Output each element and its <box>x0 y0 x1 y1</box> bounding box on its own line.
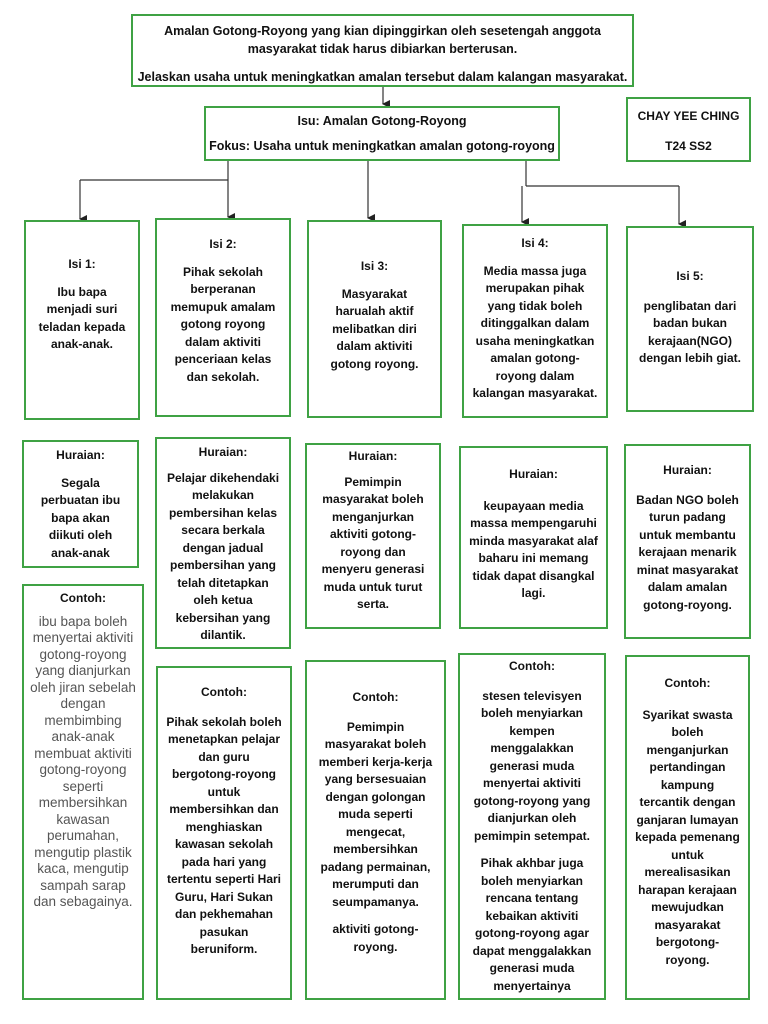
isi-5-text: penglibatan dari badan bukan kerajaan(NG… <box>638 298 741 366</box>
huraian-2-title: Huraian: <box>198 445 248 459</box>
isi-1-box: Isi 1: Ibu bapa menjadi suri teladan kep… <box>24 220 140 420</box>
contoh-1-title: Contoh: <box>60 591 106 605</box>
isi-3-box: Isi 3: Masyarakat harualah aktif melibat… <box>307 220 442 418</box>
question-line-1: Amalan Gotong-Royong yang kian dipinggir… <box>164 24 601 38</box>
isi-2-title: Isi 2: <box>209 237 237 251</box>
huraian-5-title: Huraian: <box>663 463 712 477</box>
contoh-2-text: Pihak sekolah boleh menetapkan pelajar d… <box>166 714 282 957</box>
huraian-5-text: Badan NGO boleh turun padang untuk memba… <box>636 492 739 612</box>
isi-2-text: Pihak sekolah berperanan memupuk amalam … <box>170 264 276 384</box>
huraian-1-box: Huraian: Segala perbuatan ibu bapa akan … <box>22 440 139 568</box>
contoh-5-text: Syarikat swasta boleh menganjurkan perta… <box>635 707 740 967</box>
huraian-4-text: keupayaan media massa mempengaruhi minda… <box>469 498 598 601</box>
author-name: CHAY YEE CHING <box>637 109 740 123</box>
contoh-5-box: Contoh: Syarikat swasta boleh menganjurk… <box>625 655 750 1000</box>
topic-box: Isu: Amalan Gotong-Royong Fokus: Usaha u… <box>204 106 560 161</box>
huraian-4-title: Huraian: <box>509 467 558 481</box>
huraian-5-box: Huraian: Badan NGO boleh turun padang un… <box>624 444 751 639</box>
contoh-4-title: Contoh: <box>509 659 555 673</box>
contoh-2-title: Contoh: <box>201 685 247 699</box>
huraian-4-box: Huraian: keupayaan media massa mempengar… <box>459 446 608 629</box>
contoh-3-text-2: aktiviti gotong-royong. <box>332 922 419 954</box>
question-box: Amalan Gotong-Royong yang kian dipinggir… <box>131 14 634 87</box>
isi-1-title: Isi 1: <box>68 257 96 271</box>
isi-4-title: Isi 4: <box>521 236 549 250</box>
contoh-4-box: Contoh: stesen televisyen boleh menyiark… <box>458 653 606 1000</box>
isi-1-text: Ibu bapa menjadi suri teladan kepada ana… <box>38 284 126 352</box>
huraian-3-title: Huraian: <box>348 449 398 463</box>
author-box: CHAY YEE CHING T24 SS2 <box>626 97 751 162</box>
isi-3-text: Masyarakat harualah aktif melibatkan dir… <box>330 286 419 371</box>
huraian-1-text: Segala perbuatan ibu bapa akan diikuti o… <box>40 475 121 560</box>
topic-fokus: Fokus: Usaha untuk meningkatkan amalan g… <box>209 139 555 153</box>
huraian-1-title: Huraian: <box>56 448 105 462</box>
author-class: T24 SS2 <box>665 139 712 153</box>
contoh-1-text: ibu bapa boleh menyertai aktiviti gotong… <box>30 613 136 910</box>
huraian-2-box: Huraian: Pelajar dikehendaki melakukan p… <box>155 437 291 649</box>
question-line-3: Jelaskan usaha untuk meningkatkan amalan… <box>137 70 628 84</box>
huraian-3-text: Pemimpin masyarakat boleh menganjurkan a… <box>321 474 425 612</box>
huraian-2-text: Pelajar dikehendaki melakukan pembersiha… <box>166 470 280 643</box>
isi-4-box: Isi 4: Media massa juga merupakan pihak … <box>462 224 608 418</box>
isi-3-title: Isi 3: <box>360 259 389 273</box>
contoh-4-text-2: Pihak akhbar juga boleh menyiarkan renca… <box>472 856 592 993</box>
topic-isu: Isu: Amalan Gotong-Royong <box>297 114 467 128</box>
isi-5-box: Isi 5: penglibatan dari badan bukan kera… <box>626 226 754 412</box>
contoh-3-box: Contoh: Pemimpin masyarakat boleh member… <box>305 660 446 1000</box>
contoh-3-text: Pemimpin masyarakat boleh memberi kerja-… <box>318 719 433 909</box>
isi-4-text: Media massa juga merupakan pihak yang ti… <box>472 263 598 401</box>
isi-5-title: Isi 5: <box>676 269 704 283</box>
isi-2-box: Isi 2: Pihak sekolah berperanan memupuk … <box>155 218 291 417</box>
contoh-2-box: Contoh: Pihak sekolah boleh menetapkan p… <box>156 666 292 1000</box>
huraian-3-box: Huraian: Pemimpin masyarakat boleh menga… <box>305 443 441 629</box>
contoh-1-box: Contoh: ibu bapa boleh menyertai aktivit… <box>22 584 144 1000</box>
contoh-4-text: stesen televisyen boleh menyiarkan kempe… <box>473 688 591 843</box>
question-line-2: masyarakat tidak harus dibiarkan berteru… <box>247 42 518 56</box>
contoh-3-title: Contoh: <box>352 690 399 704</box>
contoh-5-title: Contoh: <box>664 676 711 690</box>
